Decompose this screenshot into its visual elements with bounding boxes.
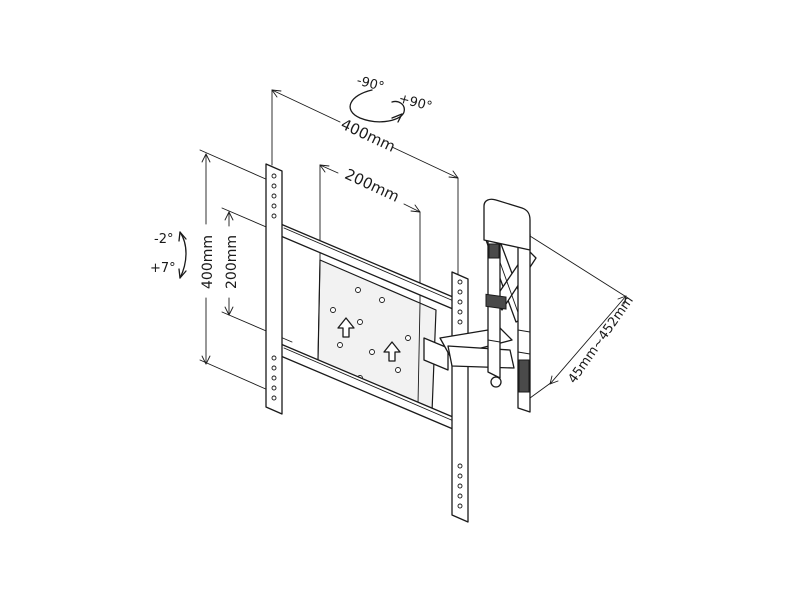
tilt-indicator: -2° +7° — [150, 231, 187, 279]
articulating-arm — [423, 229, 537, 413]
up-arrow-icon — [383, 341, 401, 362]
extension-label: 45mm~452mm — [565, 294, 636, 387]
width-inner-label: 200mm — [342, 165, 402, 206]
swivel-arrow-icon — [349, 89, 405, 123]
height-outer-label: 400mm — [200, 235, 216, 289]
swivel-pos-label: +90° — [397, 91, 434, 114]
wall-plate — [483, 198, 531, 310]
tilt-arrow-icon — [179, 231, 187, 279]
tilt-neg-label: -2° — [154, 232, 173, 247]
left-rail — [265, 163, 283, 415]
right-rail — [451, 271, 469, 523]
tilt-pos-label: +7° — [150, 261, 176, 276]
left-rail-slots — [271, 173, 277, 401]
up-arrow-icon — [337, 317, 355, 338]
swivel-indicator: -90° +90° — [349, 73, 434, 123]
swivel-neg-label: -90° — [355, 73, 386, 95]
dimension-extension: 45mm~452mm — [529, 235, 637, 399]
height-inner-label: 200mm — [224, 235, 240, 289]
right-rail-slots — [457, 279, 463, 509]
dimension-height-400: 400mm — [199, 149, 269, 391]
